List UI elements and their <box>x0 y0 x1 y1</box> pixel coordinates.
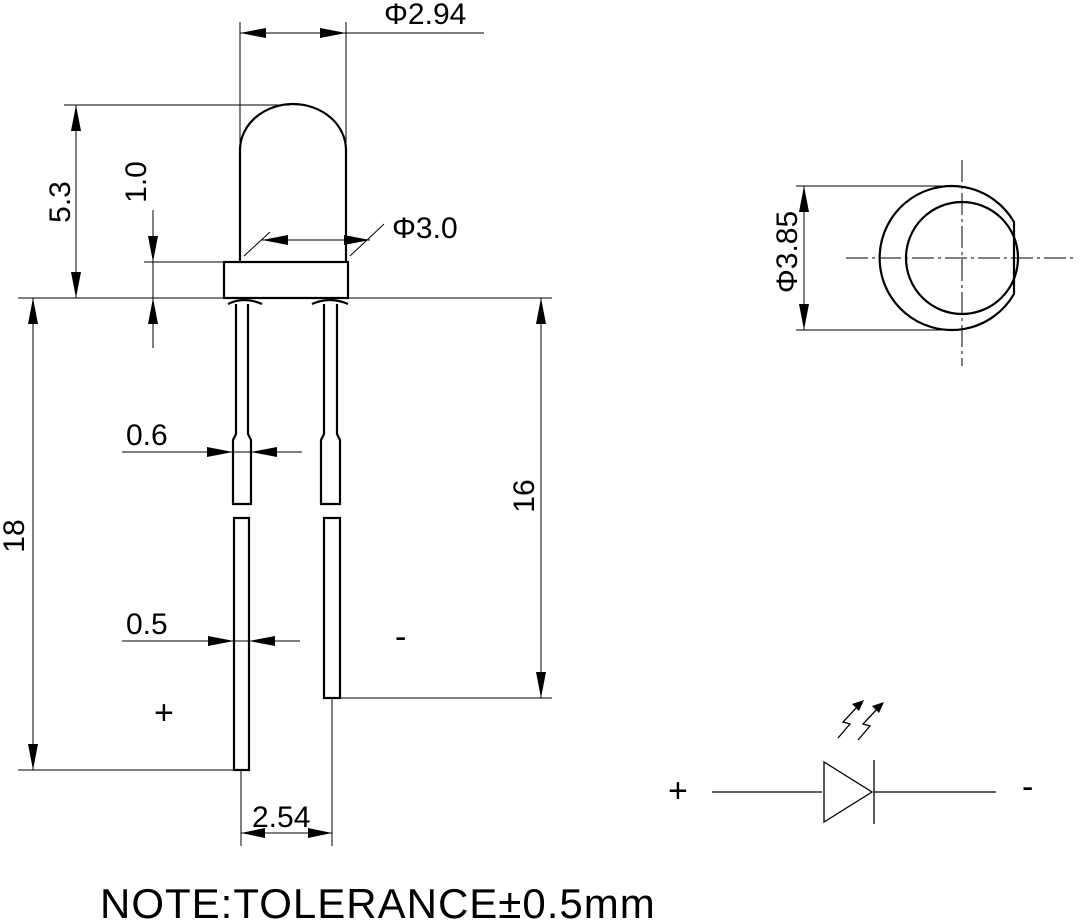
polarity-cathode-label: - <box>395 618 406 656</box>
led-flange <box>222 260 350 300</box>
dim-short-lead-length-label: 16 <box>508 479 541 512</box>
tolerance-note: NOTE:TOLERANCE±0.5mm <box>100 880 656 922</box>
symbol-cathode-label: - <box>1022 768 1033 806</box>
lead-left-lower <box>232 516 251 772</box>
dim-flange-height-label: 1.0 <box>120 161 153 203</box>
lead-right-lower <box>322 516 342 700</box>
lead-shoulder-left <box>227 298 263 306</box>
diode-triangle <box>823 760 874 824</box>
led-schematic-symbol: + - <box>668 700 1033 824</box>
led-lens-dome <box>238 102 348 262</box>
lead-right-upper <box>319 304 342 506</box>
dim-lead-width-upper-label: 0.6 <box>126 419 168 452</box>
emission-arrow-2 <box>857 707 879 741</box>
dim-total-height: 5.3 <box>18 104 290 299</box>
dim-lead-width-lower: 0.5 <box>122 608 300 646</box>
dim-lead-width-lower-label: 0.5 <box>126 608 168 641</box>
top-view-outer-flange <box>878 184 1016 332</box>
led-top-view: Φ3.85 <box>771 160 1076 366</box>
emission-arrow-1 <box>837 705 859 739</box>
dim-lens-diameter-label: Φ2.94 <box>384 0 466 31</box>
lead-shoulder-right <box>311 298 349 306</box>
dim-short-lead-length: 16 <box>340 297 552 699</box>
dim-flange-diameter-label: Φ3.0 <box>392 212 458 245</box>
lead-left-upper <box>231 304 253 506</box>
dim-lead-spacing-label: 2.54 <box>252 801 310 834</box>
dim-top-view-diameter-label: Φ3.85 <box>771 211 804 293</box>
polarity-anode-label: + <box>154 694 174 732</box>
dim-lens-diameter: Φ2.94 <box>239 0 484 150</box>
led-side-view <box>222 102 350 772</box>
dim-total-height-label: 5.3 <box>44 181 77 223</box>
dim-long-lead-length-label: 18 <box>0 519 31 552</box>
dim-lead-spacing: 2.54 <box>240 698 333 846</box>
dim-lead-width-upper: 0.6 <box>122 419 302 457</box>
symbol-anode-label: + <box>668 772 688 810</box>
dim-flange-height: 1.0 <box>120 161 224 348</box>
dim-long-lead-length: 18 <box>0 298 234 771</box>
dim-flange-diameter: Φ3.0 <box>243 212 458 257</box>
